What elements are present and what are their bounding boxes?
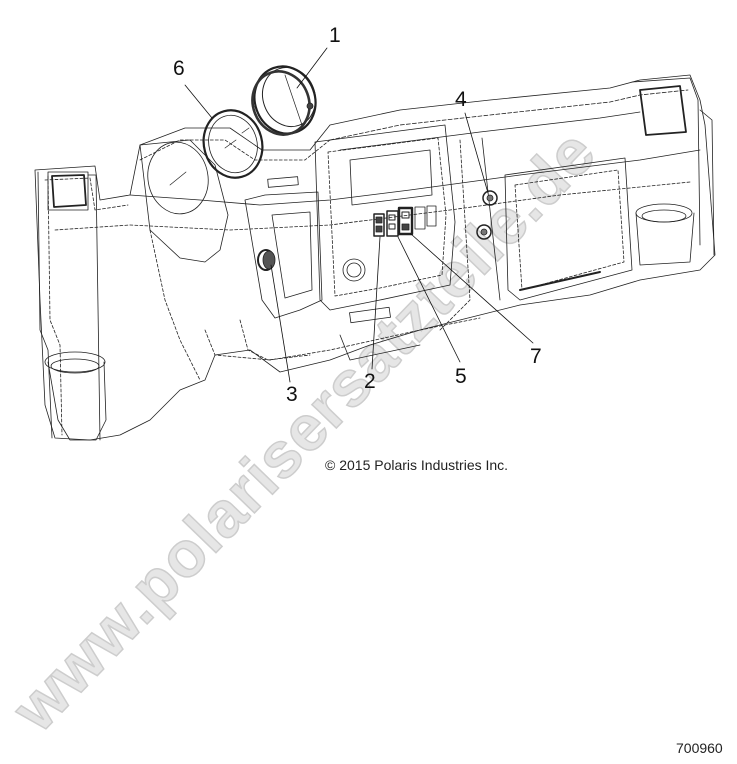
gauge-cluster-main bbox=[251, 65, 317, 136]
part-number: 700960 bbox=[676, 740, 723, 756]
callout-5: 5 bbox=[455, 365, 467, 388]
upper-knob bbox=[476, 190, 498, 240]
callout-4: 4 bbox=[455, 88, 467, 111]
callout-6: 6 bbox=[173, 57, 185, 80]
dash-body bbox=[34, 74, 716, 441]
leader-lines bbox=[184, 47, 534, 383]
copyright-notice: © 2015 Polaris Industries Inc. bbox=[325, 457, 509, 473]
callout-1: 1 bbox=[329, 24, 341, 47]
callout-3: 3 bbox=[286, 383, 298, 406]
gauge-bezel-ring bbox=[202, 109, 264, 179]
callout-7: 7 bbox=[530, 345, 542, 368]
callout-2: 2 bbox=[364, 370, 376, 393]
side-socket bbox=[257, 249, 276, 271]
switch-bank bbox=[373, 205, 437, 237]
